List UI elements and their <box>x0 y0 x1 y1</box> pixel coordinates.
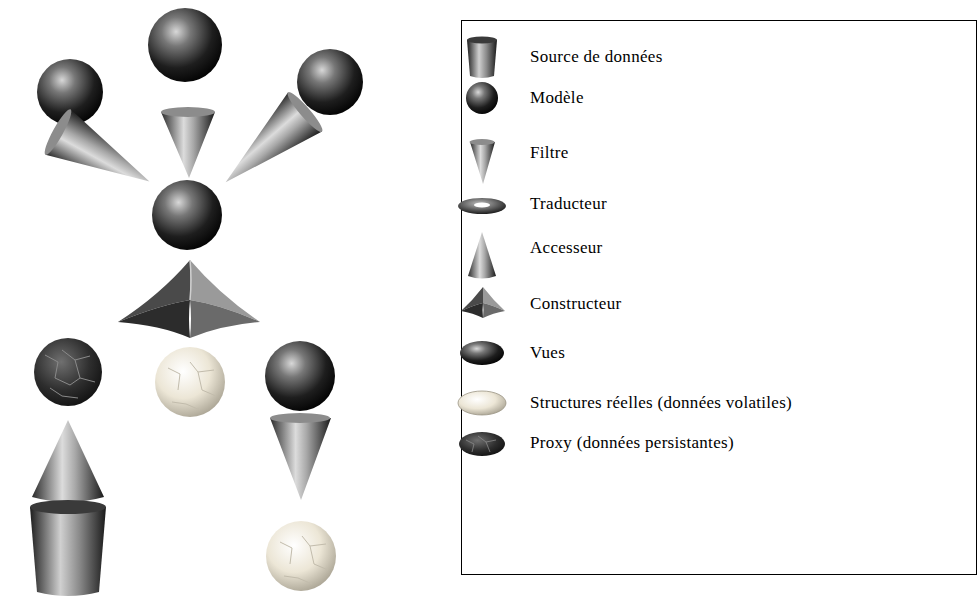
legend-text: Structures réelles (données volatiles) <box>530 392 792 414</box>
accessor-cone <box>32 420 104 502</box>
legend-text: Proxy (données persistantes) <box>530 432 734 454</box>
filter-cone <box>161 107 215 178</box>
filter-cone <box>208 89 326 201</box>
legend-text: Source de données <box>530 46 663 68</box>
data-source-cup <box>30 500 106 596</box>
filter-cone <box>41 107 162 205</box>
legend-cup-sample <box>467 37 497 79</box>
legend-filter-sample <box>470 139 496 184</box>
model-sphere <box>265 341 335 411</box>
model-sphere <box>297 49 363 115</box>
legend-text: Accesseur <box>530 237 603 259</box>
legend-text: Vues <box>530 342 565 364</box>
constructor-symbol <box>118 260 260 338</box>
legend-text: Traducteur <box>530 193 607 215</box>
legend-text: Constructeur <box>530 293 621 315</box>
legend-view-sample <box>460 341 504 365</box>
proxy-sphere <box>34 338 102 406</box>
volatile-sphere <box>155 347 225 417</box>
legend-sphere-sample <box>466 82 498 114</box>
model-sphere <box>148 8 222 82</box>
legend-proxy-sample <box>459 432 505 456</box>
model-sphere <box>152 180 222 250</box>
legend-constructor-sample <box>461 287 505 318</box>
legend-frame <box>462 21 977 575</box>
legend-accessor-sample <box>468 232 496 279</box>
legend-translator-sample <box>458 198 506 214</box>
volatile-sphere <box>266 521 336 591</box>
legend-text: Modèle <box>530 87 584 109</box>
filter-cone <box>270 413 331 500</box>
legend-volatile-sample <box>458 391 506 415</box>
legend-text: Filtre <box>530 142 569 164</box>
